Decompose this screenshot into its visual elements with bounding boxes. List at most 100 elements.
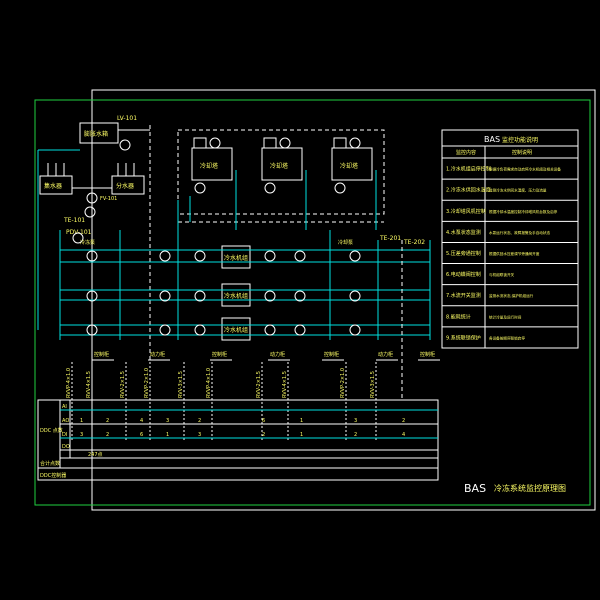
point-count: 1 bbox=[166, 432, 169, 438]
pump-icon bbox=[159, 324, 171, 336]
point-count: 2 bbox=[354, 432, 357, 438]
legend-row-desc: 监测冷冻水供回水温度、压力及流量 bbox=[489, 188, 547, 193]
pump-icon bbox=[194, 324, 206, 336]
fv-label: FV-101 bbox=[100, 196, 117, 202]
pump-label-right: 冷却泵 bbox=[338, 239, 353, 246]
cable-runs: RVVP-4×1.0 RVV-4×1.5 RVV-2×1.5 RVVP-2×1.0 RV… bbox=[66, 362, 377, 440]
pump-icon bbox=[194, 250, 206, 262]
pump-icon bbox=[264, 324, 276, 336]
point-count: 1 bbox=[300, 418, 303, 424]
cabinet-label: 控制柜 bbox=[212, 351, 227, 358]
pump-icon bbox=[194, 290, 206, 302]
cable-label: RVV-2×1.5 bbox=[120, 371, 126, 398]
pump-icon bbox=[86, 324, 98, 336]
chillers: 冷水机组 冷水机组 冷水机组 bbox=[221, 245, 251, 341]
legend-col1: 监控内容 bbox=[456, 149, 476, 156]
legend-row-name: 4.水泵状态监测 bbox=[446, 229, 481, 236]
point-count: 2 bbox=[402, 418, 405, 424]
cabinet-label: 动力柜 bbox=[270, 351, 285, 358]
point-count: 2 bbox=[106, 432, 109, 438]
point-count: 2 bbox=[198, 418, 201, 424]
pump-icon bbox=[86, 250, 98, 262]
cable-label: RVV-4×1.5 bbox=[86, 371, 92, 398]
legend-row-desc: 水泵运行状态、故障报警及手自动状态 bbox=[489, 230, 550, 235]
te-label: TE-101 bbox=[63, 217, 85, 224]
ddc-points-table: AI AO DI DO DDC 点数 合计点数 DDC控制器 247点 1322… bbox=[37, 399, 439, 481]
pump-icon bbox=[294, 250, 306, 262]
cable-label: RVVP-4×1.0 bbox=[66, 368, 72, 398]
title-prefix: BAS bbox=[464, 482, 486, 495]
pump-icon bbox=[264, 290, 276, 302]
point-count: 6 bbox=[140, 432, 143, 438]
legend-row-desc: 根据冷却水温度控制冷却塔风机台数及启停 bbox=[489, 209, 558, 214]
row-di: DI bbox=[62, 432, 67, 438]
legend-row-name: 9.系统联锁保护 bbox=[446, 334, 481, 341]
point-count: 3 bbox=[166, 418, 169, 424]
pumps bbox=[86, 250, 361, 336]
legend-row-name: 6.电动蝶阀控制 bbox=[446, 271, 481, 278]
point-count: 3 bbox=[354, 418, 357, 424]
legend-row-name: 2.冷冻水供回水温度 bbox=[446, 187, 491, 194]
pump-icon bbox=[86, 290, 98, 302]
legend-row-desc: 根据冷负荷需求自动启停冷水机组及相关设备 bbox=[489, 167, 561, 172]
pdv-icon bbox=[72, 232, 84, 244]
row-ao: AO bbox=[62, 418, 69, 424]
legend-col2: 控制说明 bbox=[512, 149, 532, 156]
row-ai: AI bbox=[62, 404, 67, 410]
chiller-2-label: 冷水机组 bbox=[224, 292, 248, 300]
fv-icon bbox=[86, 192, 98, 204]
pump-icon bbox=[294, 290, 306, 302]
legend-row-desc: 统计冷量及运行时间 bbox=[489, 314, 522, 319]
separator bbox=[111, 175, 145, 195]
point-count: 2 bbox=[106, 418, 109, 424]
cabinet-label: 控制柜 bbox=[324, 351, 339, 358]
legend-row-desc: 监测水流状态,保护机组运行 bbox=[489, 293, 534, 298]
legend-row-name: 3.冷却塔风机控制 bbox=[446, 208, 486, 215]
cable-label: RVVP-2×1.0 bbox=[144, 368, 150, 398]
row-do: DO bbox=[62, 444, 70, 450]
expansion-tank: 膨胀水箱 bbox=[79, 122, 119, 144]
legend-row-name: 5.压差旁通控制 bbox=[446, 250, 481, 257]
control-cabinets: 控制柜 动力柜 控制柜 动力柜 控制柜 动力柜 控制柜 bbox=[92, 351, 440, 361]
cable-label: RVVP-4×1.0 bbox=[206, 368, 212, 398]
separator-label: 分水器 bbox=[116, 182, 134, 190]
chiller-1-label: 冷水机组 bbox=[224, 254, 248, 262]
cabinet-label: 动力柜 bbox=[378, 351, 393, 358]
legend-header-title: 监控功能说明 bbox=[502, 136, 538, 144]
legend-table: BAS 监控功能说明 监控内容 控制说明 1.冷水机组启停控制根据冷负荷需求自动… bbox=[441, 129, 579, 349]
point-count: 2 bbox=[262, 432, 265, 438]
pump-icon bbox=[264, 250, 276, 262]
legend-row-name: 1.冷水机组启停控制 bbox=[446, 166, 491, 173]
point-count: 4 bbox=[140, 418, 143, 424]
te3-label: TE-202 bbox=[403, 239, 425, 246]
legend-row-desc: 各设备按顺序联锁启停 bbox=[489, 335, 525, 340]
pump-icon bbox=[349, 250, 361, 262]
te-icon bbox=[84, 206, 96, 218]
drawing-title: 冷冻系统监控原理图 bbox=[494, 483, 566, 493]
cable-label: RVV-4×1.5 bbox=[282, 371, 288, 398]
cabinet-label: 控制柜 bbox=[94, 351, 109, 358]
point-count: 4 bbox=[402, 432, 405, 438]
cable-label: RVV-3×1.5 bbox=[370, 371, 376, 398]
tower-2-label: 冷却塔 bbox=[270, 162, 288, 170]
sum-label: 合计点数 bbox=[40, 460, 60, 467]
cable-label: RVV-3×1.5 bbox=[178, 371, 184, 398]
cable-label: RVV-2×1.5 bbox=[256, 371, 262, 398]
cabinet-label: 动力柜 bbox=[150, 351, 165, 358]
legend-row-name: 8.能耗统计 bbox=[446, 313, 471, 320]
cabinet-label: 控制柜 bbox=[420, 351, 435, 358]
point-count: 6 bbox=[262, 418, 265, 424]
pump-icon bbox=[159, 290, 171, 302]
pump-icon bbox=[159, 250, 171, 262]
pump-icon bbox=[349, 324, 361, 336]
point-count: 1 bbox=[300, 432, 303, 438]
point-count: 3 bbox=[80, 432, 83, 438]
pump-icon bbox=[349, 290, 361, 302]
collector-label: 集水器 bbox=[44, 182, 62, 190]
pdv-label: PDV-101 bbox=[66, 229, 92, 236]
chiller-3-label: 冷水机组 bbox=[224, 326, 248, 334]
valve-lv-icon bbox=[119, 139, 131, 151]
tower-3-label: 冷却塔 bbox=[340, 162, 358, 170]
